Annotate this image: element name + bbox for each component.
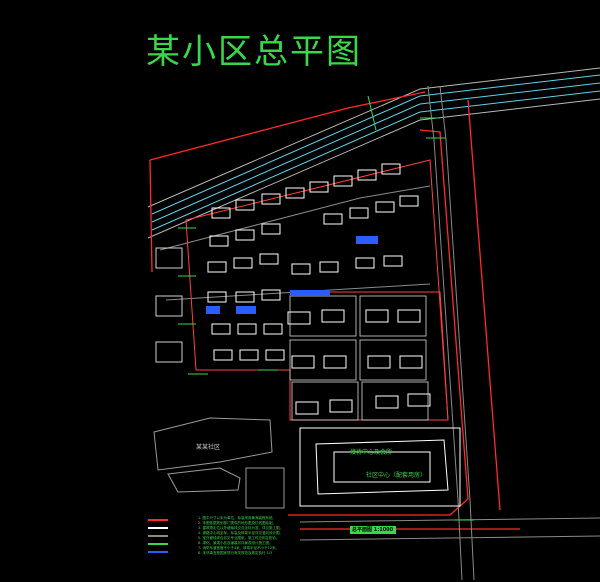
green-annotations [178,95,474,521]
legend-symbols [148,519,168,553]
note-line: 4. 道路中心线坐标、标高及转弯半径详见竖向设计图。 [198,531,283,535]
note-line: 5. 室外管线综合另见专业图纸，施工时应相互配合。 [198,536,280,540]
community-center [299,427,461,507]
river-embankment [147,67,600,239]
roads [159,85,600,581]
scale-label: 总平面图 1:1000 [352,527,394,533]
note-line: 1. 图中尺寸以米为单位，标高采用黄海高程系统。 [198,516,276,520]
drawing-notes: 1. 图中尺寸以米为单位，标高采用黄海高程系统。 2. 本图依据规划部门提供的地… [198,516,348,556]
residential-buildings [207,163,431,415]
lot-outline [185,159,449,421]
note-line: 7. 消防车道宽度不小于4米，转弯半径不小于12米。 [198,546,280,550]
note-line: 2. 本图依据规划部门提供的地形图及红线图绘制。 [198,521,276,525]
left-buildings [155,247,183,363]
note-line: 3. 建筑物定位以外墙轴线交点坐标为准，详见施工图。 [198,526,283,530]
parking-areas [206,236,378,314]
note-line: 8. 未尽事宜按国家现行有关规范及规定执行 1/3 [198,551,273,555]
lot-grid [289,295,429,421]
existing-building-label: 某某社区 [196,444,221,451]
building-label-center: 社区中心（配套用房） [366,472,427,479]
drawing-title: 某小区总平图 [146,32,362,72]
existing-buildings [153,417,285,509]
river-band [151,74,600,231]
scale-bar [350,526,396,534]
note-line: 6. 绿化、景观小品及铺装另详景观设计施工图。 [198,541,273,545]
building-label-reception: 接待中心及会所 [350,449,393,456]
